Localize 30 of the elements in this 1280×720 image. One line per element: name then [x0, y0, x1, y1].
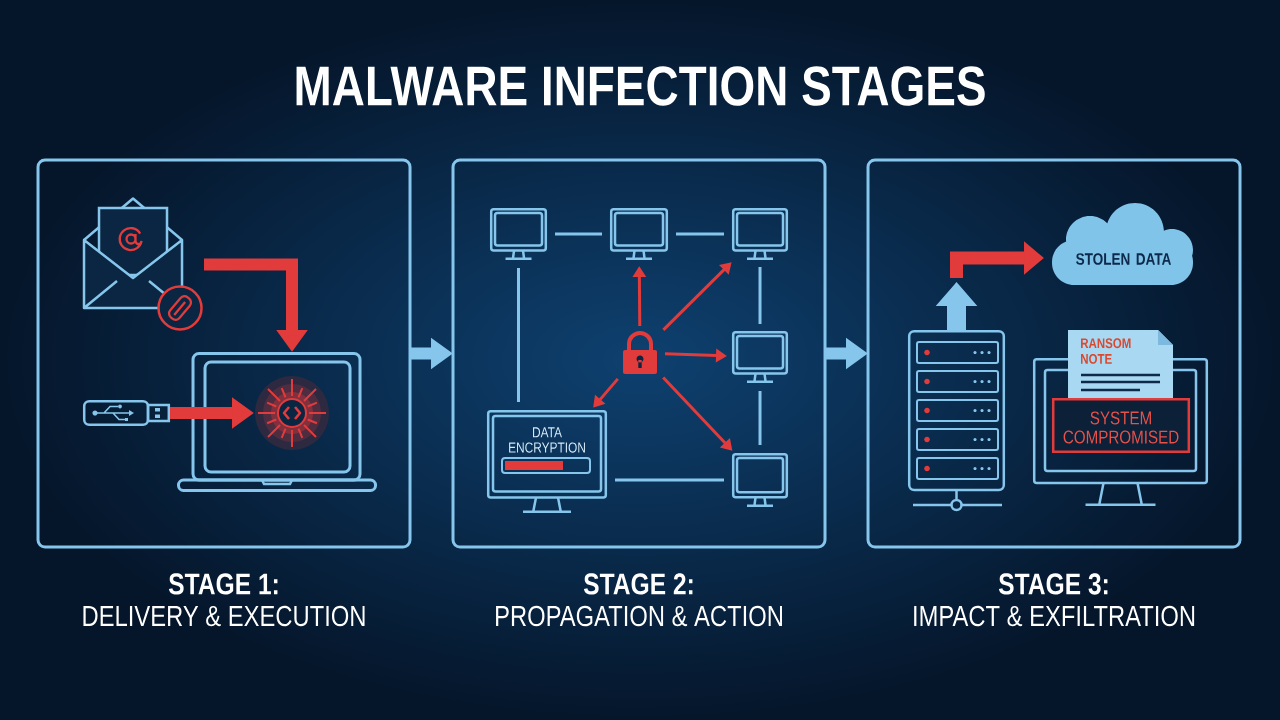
stage-subtitle: PROPAGATION & ACTION	[496, 605, 782, 627]
stage-heading: STAGE 2:	[583, 573, 693, 595]
arrow	[662, 262, 732, 331]
connector-line	[615, 478, 724, 482]
connector-line	[555, 232, 602, 236]
arrow	[593, 377, 619, 408]
laptop-icon	[177, 352, 377, 492]
monitor-icon	[489, 207, 548, 261]
envelope-icon	[82, 197, 203, 331]
connector-line	[517, 268, 520, 402]
connector-line	[758, 267, 762, 324]
padlock-icon	[623, 331, 657, 374]
stage-heading: STAGE 3:	[998, 573, 1108, 595]
monitor-icon	[609, 207, 669, 261]
connector-line	[676, 232, 724, 236]
connector-line	[758, 391, 762, 445]
server-rack-icon	[907, 329, 1006, 512]
monitor-icon	[731, 330, 789, 384]
alert-box: SYSTEM COMPROMISED	[1051, 397, 1191, 454]
stage-subtitle: DELIVERY & EXECUTION	[83, 605, 365, 627]
usb-drive-icon	[82, 399, 171, 427]
cloud: STOLEN DATA	[1052, 203, 1193, 285]
code-burst-icon	[255, 376, 329, 450]
title: MALWARE INFECTION STAGES	[296, 66, 985, 106]
stage-heading: STAGE 1:	[168, 573, 278, 595]
monitor-icon	[731, 452, 789, 508]
document: RANSOM NOTE	[1068, 330, 1173, 398]
monitor-icon	[731, 207, 789, 261]
stage-subtitle: IMPACT & EXFILTRATION	[914, 605, 1195, 627]
monitor-screen: DATA ENCRYPTION	[486, 409, 608, 514]
